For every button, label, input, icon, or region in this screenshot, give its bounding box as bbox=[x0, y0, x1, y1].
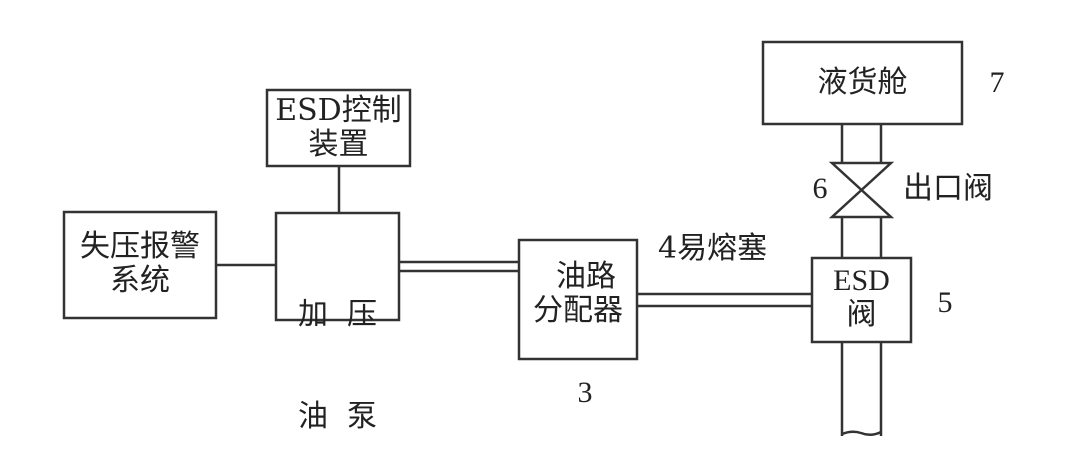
outlet-valve-icon bbox=[828, 161, 895, 219]
distributor-line1: 油路 bbox=[556, 259, 616, 294]
pump-box bbox=[274, 211, 401, 322]
outlet-valve-number: 6 bbox=[812, 172, 828, 205]
esd-valve-line1: ESD bbox=[833, 264, 890, 297]
outlet-valve-label: 出口阀 bbox=[903, 171, 993, 206]
alarm-label: 失压报警 系统 bbox=[64, 230, 216, 298]
esd-system-diagram: ESD控制 装置 失压报警 系统 加 压 油 泵 油路 分配器 3 ESD 阀 … bbox=[62, 40, 1005, 436]
tank-number: 7 bbox=[989, 66, 1005, 99]
esd-control-line2: 装置 bbox=[308, 127, 369, 162]
tank-label: 液货舱 bbox=[817, 65, 908, 100]
esd-valve-box bbox=[810, 256, 913, 344]
esd-valve-line2: 阀 bbox=[846, 297, 877, 332]
esd-valve-label: ESD 阀 bbox=[812, 264, 911, 332]
pump-label: 加 压 油 泵 bbox=[276, 230, 399, 468]
esd-control-line1: ESD控制 bbox=[275, 93, 402, 128]
pump-line1: 加 压 bbox=[297, 297, 378, 332]
alarm-line1: 失压报警 bbox=[80, 229, 200, 264]
pump-line2: 油 泵 bbox=[297, 399, 378, 434]
alarm-line2: 系统 bbox=[110, 263, 170, 298]
esd-control-label: ESD控制 装置 bbox=[267, 94, 410, 162]
distributor-box bbox=[517, 238, 639, 361]
distributor-line2: 分配器 bbox=[533, 293, 623, 328]
distributor-label: 油路 分配器 bbox=[519, 260, 637, 328]
oil-line-pump-distributor bbox=[399, 260, 519, 273]
oil-line-distributor-valve bbox=[637, 292, 812, 308]
esd-valve-number: 5 bbox=[937, 286, 953, 319]
diagram-lines bbox=[62, 40, 964, 436]
distributor-number: 3 bbox=[577, 376, 593, 409]
fusible-plug-label: 4易熔塞 bbox=[658, 231, 768, 266]
tank-box bbox=[761, 40, 964, 126]
cargo-pipe bbox=[840, 124, 883, 436]
